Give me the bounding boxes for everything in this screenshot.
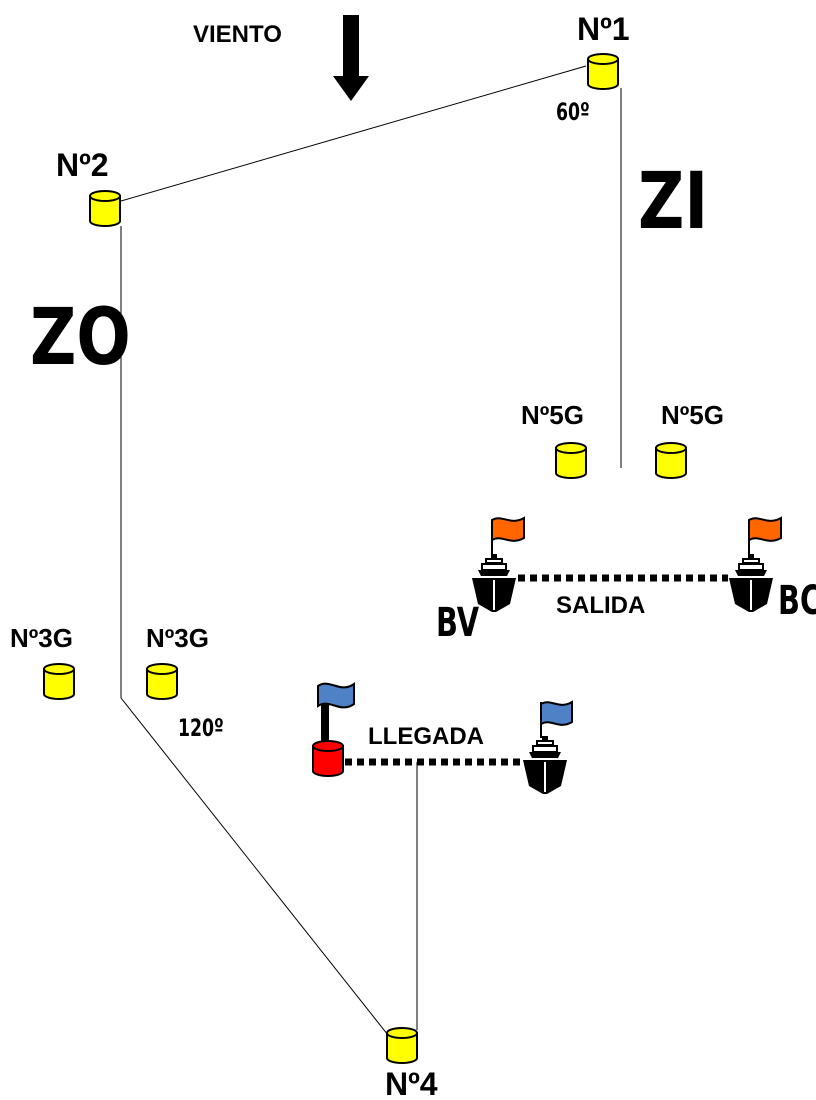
buoy-n5g-left-label: Nº5G [521, 400, 584, 430]
zone-zo-label: ZO [30, 292, 131, 383]
buoy-n1-label: Nº1 [577, 11, 630, 47]
buoy-n4-label: Nº4 [385, 1066, 438, 1100]
buoy-n5g-right-label: Nº5G [661, 400, 724, 430]
buoy-n3g-left-label: Nº3G [10, 623, 73, 653]
flag-bc-icon [748, 516, 782, 542]
angle-n3-label: 120º [178, 714, 224, 742]
leg-n1-n2 [120, 65, 587, 202]
buoy-n4-icon [386, 1027, 418, 1064]
wind-label: VIENTO [193, 21, 282, 48]
buoy-n3g-right-icon [146, 663, 178, 700]
wind-arrow-icon [333, 15, 369, 101]
finish-buoy-icon [312, 740, 344, 777]
buoy-n1-icon [587, 53, 619, 90]
buoy-n3g-right-label: Nº3G [146, 623, 209, 653]
course-lines [120, 65, 622, 1036]
buoy-n5g-right-icon [655, 442, 687, 479]
finish-flag-icon [317, 682, 355, 709]
zone-zi-label: ZI [638, 156, 708, 247]
finish-flag-pole [321, 700, 329, 746]
finish-label: LLEGADA [368, 723, 484, 750]
leg-n3-n4 [120, 697, 389, 1036]
buoy-n2-label: Nº2 [56, 147, 109, 183]
flag-bv-icon [491, 516, 525, 542]
start-bc-label: BC [778, 578, 816, 624]
buoy-n5g-left-icon [555, 442, 587, 479]
buoy-n2-icon [89, 190, 121, 227]
start-bv-label: BV [436, 600, 479, 646]
ship-finish-icon [522, 735, 568, 795]
angle-n1-label: 60º [556, 98, 590, 126]
start-label: SALIDA [556, 592, 645, 619]
flag-finish-ship-icon [540, 700, 573, 726]
buoy-n3g-left-icon [43, 663, 75, 700]
ship-bc-icon [728, 553, 774, 613]
